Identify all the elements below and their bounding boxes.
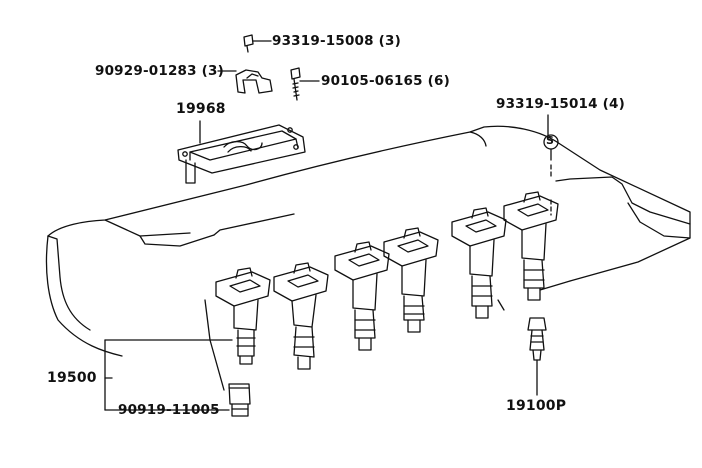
bolt-93319-15008 — [243, 34, 272, 53]
part-label-90929-01283: 90929-01283 (3) — [95, 63, 224, 79]
part-label-90919-11005: 90919-11005 — [118, 402, 220, 418]
spark-plug-19100P — [527, 317, 547, 396]
part-label-19500: 19500 — [47, 371, 97, 385]
sealant-marker-symbol: S — [546, 135, 554, 146]
part-qty: (6) — [427, 73, 450, 89]
marker-93319-15014 — [543, 114, 559, 216]
part-number: 19500 — [47, 370, 97, 386]
part-qty: (3) — [378, 33, 401, 49]
ignition-coil-2 — [273, 262, 329, 370]
part-qty: (3) — [201, 63, 224, 79]
ignition-coil-5 — [451, 207, 507, 319]
ignition-coils — [215, 191, 559, 370]
part-number: 93319-15014 — [496, 96, 598, 112]
sealant-symbol: S — [546, 134, 555, 147]
ignition-coil-1 — [215, 267, 271, 365]
part-qty: (4) — [602, 96, 625, 112]
bracket-90929-01283 — [217, 69, 273, 94]
part-number: 90105-06165 — [321, 73, 423, 89]
bolt-90105-06165 — [290, 67, 320, 101]
part-label-93319-15008: 93319-15008 (3) — [272, 33, 401, 49]
part-label-19100P: 19100P — [506, 399, 566, 413]
part-number: 19968 — [176, 101, 226, 117]
engine-head-cover — [45, 125, 691, 391]
part-number: 90919-11005 — [118, 402, 220, 418]
coil-boot-90919-11005 — [228, 383, 251, 417]
ignition-coil-6 — [503, 191, 559, 301]
leader-lines — [104, 339, 233, 411]
ignition-coil-3 — [334, 241, 390, 351]
ignition-coil-4 — [383, 227, 439, 333]
cover-plate-19968 — [177, 120, 306, 184]
part-number: 93319-15008 — [272, 33, 374, 49]
part-label-19968: 19968 — [176, 102, 226, 116]
part-number: 19100P — [506, 398, 567, 414]
part-label-93319-15014: 93319-15014 (4) — [496, 96, 625, 112]
part-number: 90929-01283 — [95, 63, 197, 79]
part-label-90105-06165: 90105-06165 (6) — [321, 73, 450, 89]
